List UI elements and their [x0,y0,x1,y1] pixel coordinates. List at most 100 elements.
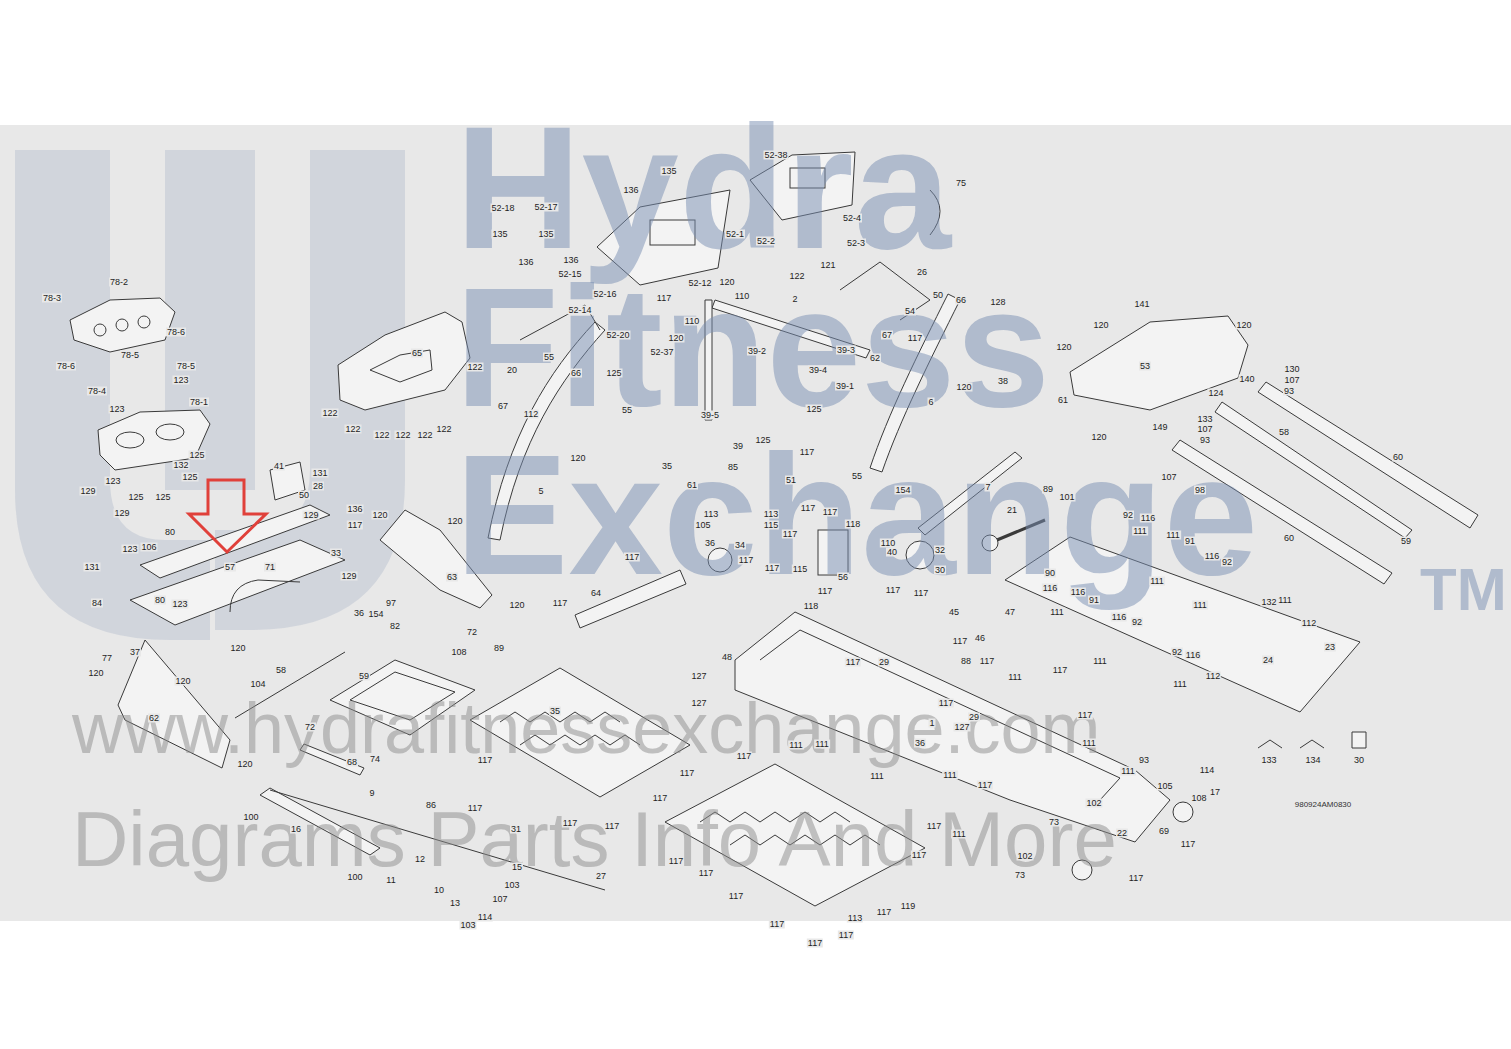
callout-number: 107 [1196,425,1213,434]
callout-number: 39 [732,442,744,451]
callout-number: 2 [791,295,798,304]
callout-number: 120 [174,677,191,686]
callout-number: 28 [312,482,324,491]
callout-number: 125 [754,436,771,445]
callout-number: 117 [979,657,995,666]
callout-number: 120 [569,454,586,463]
callout-number: 90 [1044,569,1056,578]
callout-number: 110 [734,292,750,301]
callout-number: 135 [491,230,508,239]
callout-number: 141 [1133,300,1150,309]
callout-number: 26 [916,268,928,277]
callout-number: 117 [1128,874,1144,883]
callout-number: 111 [1165,531,1181,540]
callout-number: 91 [1184,537,1196,546]
callout-number: 58 [275,666,287,675]
callout-number: 122 [321,409,338,418]
callout-number: 117 [907,334,923,343]
callout-number: 117 [698,869,714,878]
callout-number: 111 [1049,608,1065,617]
callout-number: 120 [236,760,253,769]
callout-number: 13 [449,899,461,908]
callout-number: 23 [1324,643,1336,652]
callout-number: 78-5 [120,351,140,360]
callout-number: 104 [249,680,266,689]
callout-number: 117 [736,752,752,761]
callout-number: 51 [785,476,797,485]
callout-number: 89 [1042,485,1054,494]
callout-number: 50 [298,491,310,500]
watermark-text: Diagrams Parts Info And More [72,800,1117,878]
callout-number: 59 [358,672,370,681]
callout-number: 67 [881,331,893,340]
callout-number: 92 [1221,558,1233,567]
callout-number: 117 [1052,666,1068,675]
callout-number: 125 [154,493,171,502]
callout-number: 122 [373,431,390,440]
callout-number: 27 [595,872,607,881]
callout-number: 33 [330,549,342,558]
callout-number: 130 [1283,365,1300,374]
callout-number: 125 [188,451,205,460]
callout-number: 122 [394,431,411,440]
callout-number: 111 [814,740,830,749]
callout-number: 112 [1205,672,1221,681]
callout-number: 117 [1077,711,1093,720]
callout-number: 120 [508,601,525,610]
callout-number: 47 [1004,608,1016,617]
callout-number: 127 [953,723,970,732]
watermark-text: TM [1420,560,1507,620]
callout-number: 117 [926,822,942,831]
callout-number: 118 [845,520,861,529]
callout-number: 6 [927,398,934,407]
callout-number: 120 [955,383,972,392]
callout-number: 122 [788,272,805,281]
callout-number: 59 [1400,537,1412,546]
callout-number: 78-3 [42,294,62,303]
callout-number: 125 [805,405,822,414]
callout-number: 98 [1194,486,1206,495]
callout-number: 57 [224,563,236,572]
callout-number: 52-18 [490,204,515,213]
callout-number: 111 [1132,527,1148,536]
callout-number: 116 [1185,651,1201,660]
callout-number: 36 [353,609,365,618]
callout-number: 38 [997,377,1009,386]
callout-number: 30 [934,566,946,575]
callout-number: 66 [955,296,967,305]
callout-number: 31 [510,825,522,834]
callout-number: 117 [562,819,578,828]
callout-number: 52-12 [687,279,712,288]
callout-number: 72 [466,628,478,637]
callout-number: 114 [1199,766,1215,775]
callout-number: 123 [121,545,138,554]
callout-number: 122 [344,425,361,434]
callout-number: 125 [605,369,622,378]
callout-number: 80 [154,596,166,605]
callout-number: 115 [763,521,779,530]
callout-number: 64 [590,589,602,598]
callout-number: 112 [1301,619,1317,628]
callout-number: 60 [1283,534,1295,543]
callout-number: 29 [968,713,980,722]
callout-number: 45 [948,608,960,617]
callout-number: 120 [229,644,246,653]
callout-number: 117 [604,822,620,831]
callout-number: 103 [459,921,476,930]
callout-number: 127 [690,672,707,681]
callout-number: 116 [1042,584,1058,593]
callout-number: 52-3 [846,239,866,248]
callout-number: 131 [83,563,100,572]
callout-number: 78-2 [109,278,129,287]
callout-number: 60 [1392,453,1404,462]
callout-number: 120 [667,334,684,343]
callout-number: 105 [1156,782,1173,791]
callout-number: 113 [847,914,863,923]
callout-number: 110 [684,317,700,326]
callout-number: 129 [302,511,319,520]
callout-number: 110 [880,539,896,548]
callout-number: 80 [164,528,176,537]
callout-number: 117 [952,637,968,646]
callout-number: 136 [622,186,639,195]
